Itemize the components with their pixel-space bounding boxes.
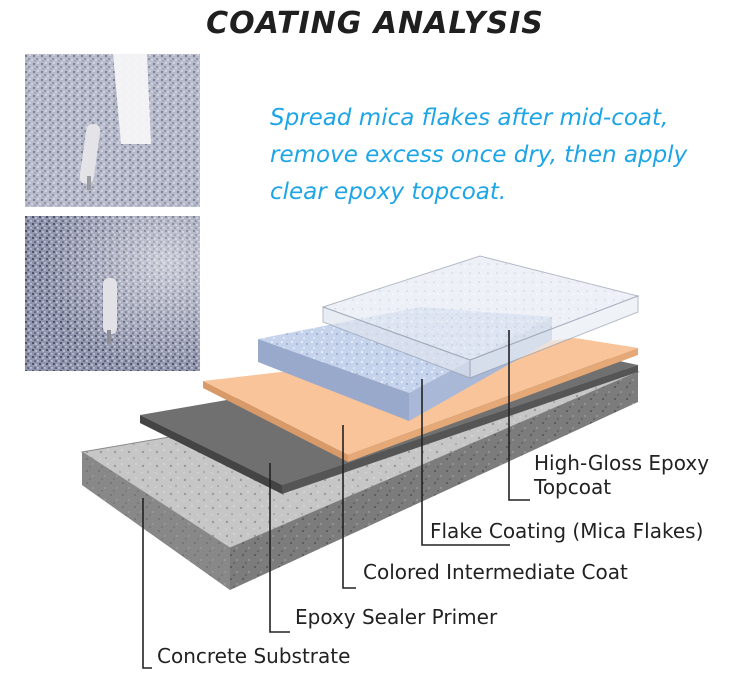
flake-coating-label: Flake Coating (Mica Flakes)	[430, 519, 704, 543]
topcoat-label: High-Gloss Epoxy Topcoat	[534, 451, 709, 499]
note-line-3: clear epoxy topcoat.	[270, 179, 507, 205]
note-line-1: Spread mica flakes after mid-coat,	[270, 105, 669, 131]
flake-application-photo-top	[25, 54, 200, 207]
substrate-label: Concrete Substrate	[157, 644, 351, 668]
topcoat-layer	[321, 255, 640, 379]
intermediate-coat-label: Colored Intermediate Coat	[363, 560, 628, 584]
topcoat-leader	[508, 330, 530, 501]
instruction-note: Spread mica flakes after mid-coat, remov…	[270, 100, 740, 211]
topcoat-label-line-2: Topcoat	[534, 475, 612, 499]
page-title: COATING ANALYSIS	[206, 6, 544, 41]
flake-application-photo-bottom	[25, 216, 200, 371]
substrate-leader	[142, 498, 152, 669]
primer-label: Epoxy Sealer Primer	[295, 605, 498, 629]
primer-leader	[269, 463, 290, 633]
flake-leader	[421, 379, 510, 546]
note-line-2: remove excess once dry, then apply	[270, 142, 688, 168]
intermediate-leader	[342, 425, 356, 589]
topcoat-label-line-1: High-Gloss Epoxy	[534, 451, 710, 475]
